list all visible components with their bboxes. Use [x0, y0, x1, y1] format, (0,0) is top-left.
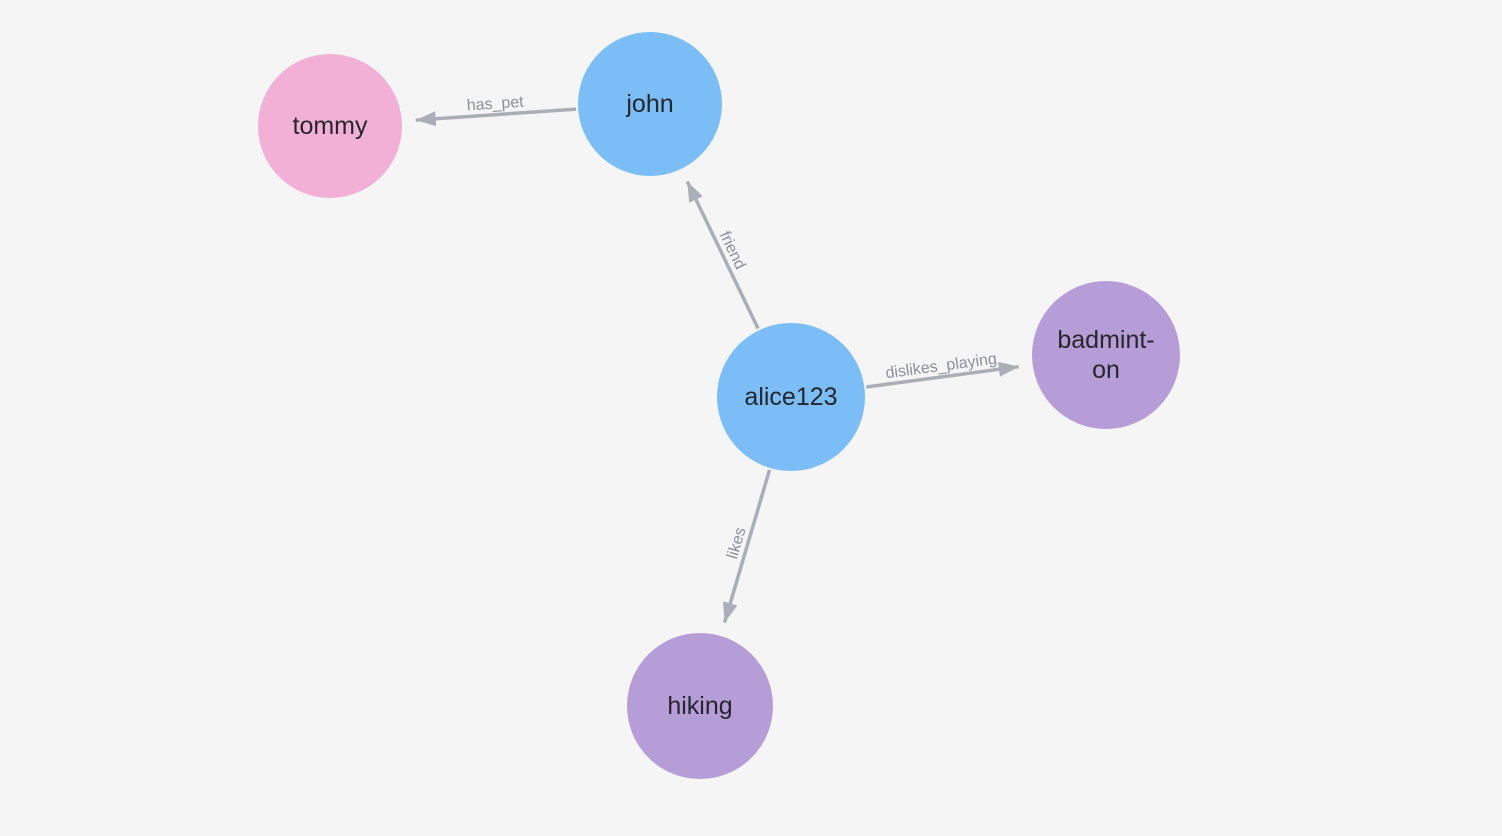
edge-friend[interactable] — [685, 180, 760, 330]
edge-label-has_pet: has_pet — [466, 94, 525, 115]
edge-likes[interactable] — [722, 469, 772, 624]
node-john[interactable] — [578, 32, 722, 176]
node-alice123[interactable] — [717, 323, 865, 471]
edge-dislikes_playing[interactable] — [866, 361, 1020, 389]
node-tommy[interactable] — [258, 54, 402, 198]
node-badminton[interactable] — [1032, 281, 1180, 429]
edge-has_pet[interactable] — [415, 107, 577, 127]
node-hiking[interactable] — [627, 633, 773, 779]
